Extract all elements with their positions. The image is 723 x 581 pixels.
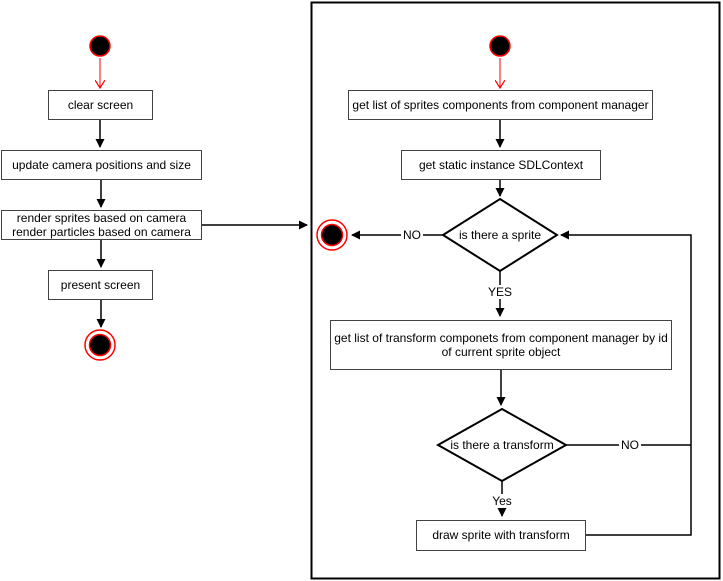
- node-clear-screen: clear screen: [48, 90, 153, 120]
- node-update-camera: update camera positions and size: [1, 150, 202, 180]
- node-get-sdl-context: get static instance SDLContext: [401, 150, 601, 180]
- decision-is-there-a-sprite: [441, 197, 559, 273]
- node-update-camera-label: update camera positions and size: [12, 157, 191, 172]
- edge-draw-sprite-loop-to-sprite-decision: [560, 230, 692, 536]
- node-render-line2: render particles based on camera: [12, 225, 191, 239]
- end-node-right: [316, 219, 348, 251]
- node-render-sprites-particles: render sprites based on camera render pa…: [1, 210, 202, 240]
- edge-label-sprite-no: NO: [401, 228, 423, 242]
- decision-is-there-a-transform: [435, 407, 569, 483]
- node-get-sdl-context-label: get static instance SDLContext: [418, 157, 584, 172]
- node-draw-sprite: draw sprite with transform: [416, 520, 586, 551]
- node-clear-screen-label: clear screen: [67, 97, 134, 112]
- edge-label-transform-no: NO: [619, 438, 641, 452]
- node-get-transform-line1: get list of transform componets from com…: [334, 330, 668, 345]
- node-render-line1: render sprites based on camera: [16, 210, 187, 225]
- decision-sprite-label: is there a sprite: [458, 228, 542, 242]
- node-get-sprites-list-label: get list of sprites components from comp…: [352, 97, 649, 112]
- edge-label-transform-yes: Yes: [490, 494, 514, 508]
- node-get-transform-line2: of current sprite object: [441, 345, 561, 359]
- node-get-transform-components: get list of transform componets from com…: [330, 320, 672, 370]
- node-present-screen: present screen: [48, 270, 153, 300]
- start-node-left: [89, 35, 111, 57]
- start-node-right: [489, 35, 511, 57]
- activity-frame: [310, 1, 721, 580]
- node-get-sprites-list: get list of sprites components from comp…: [348, 90, 653, 120]
- end-node-left: [84, 329, 116, 361]
- edge-label-sprite-yes: YES: [485, 285, 515, 299]
- decision-transform-label: is there a transform: [450, 438, 554, 452]
- node-present-screen-label: present screen: [60, 277, 141, 292]
- node-draw-sprite-label: draw sprite with transform: [432, 528, 570, 543]
